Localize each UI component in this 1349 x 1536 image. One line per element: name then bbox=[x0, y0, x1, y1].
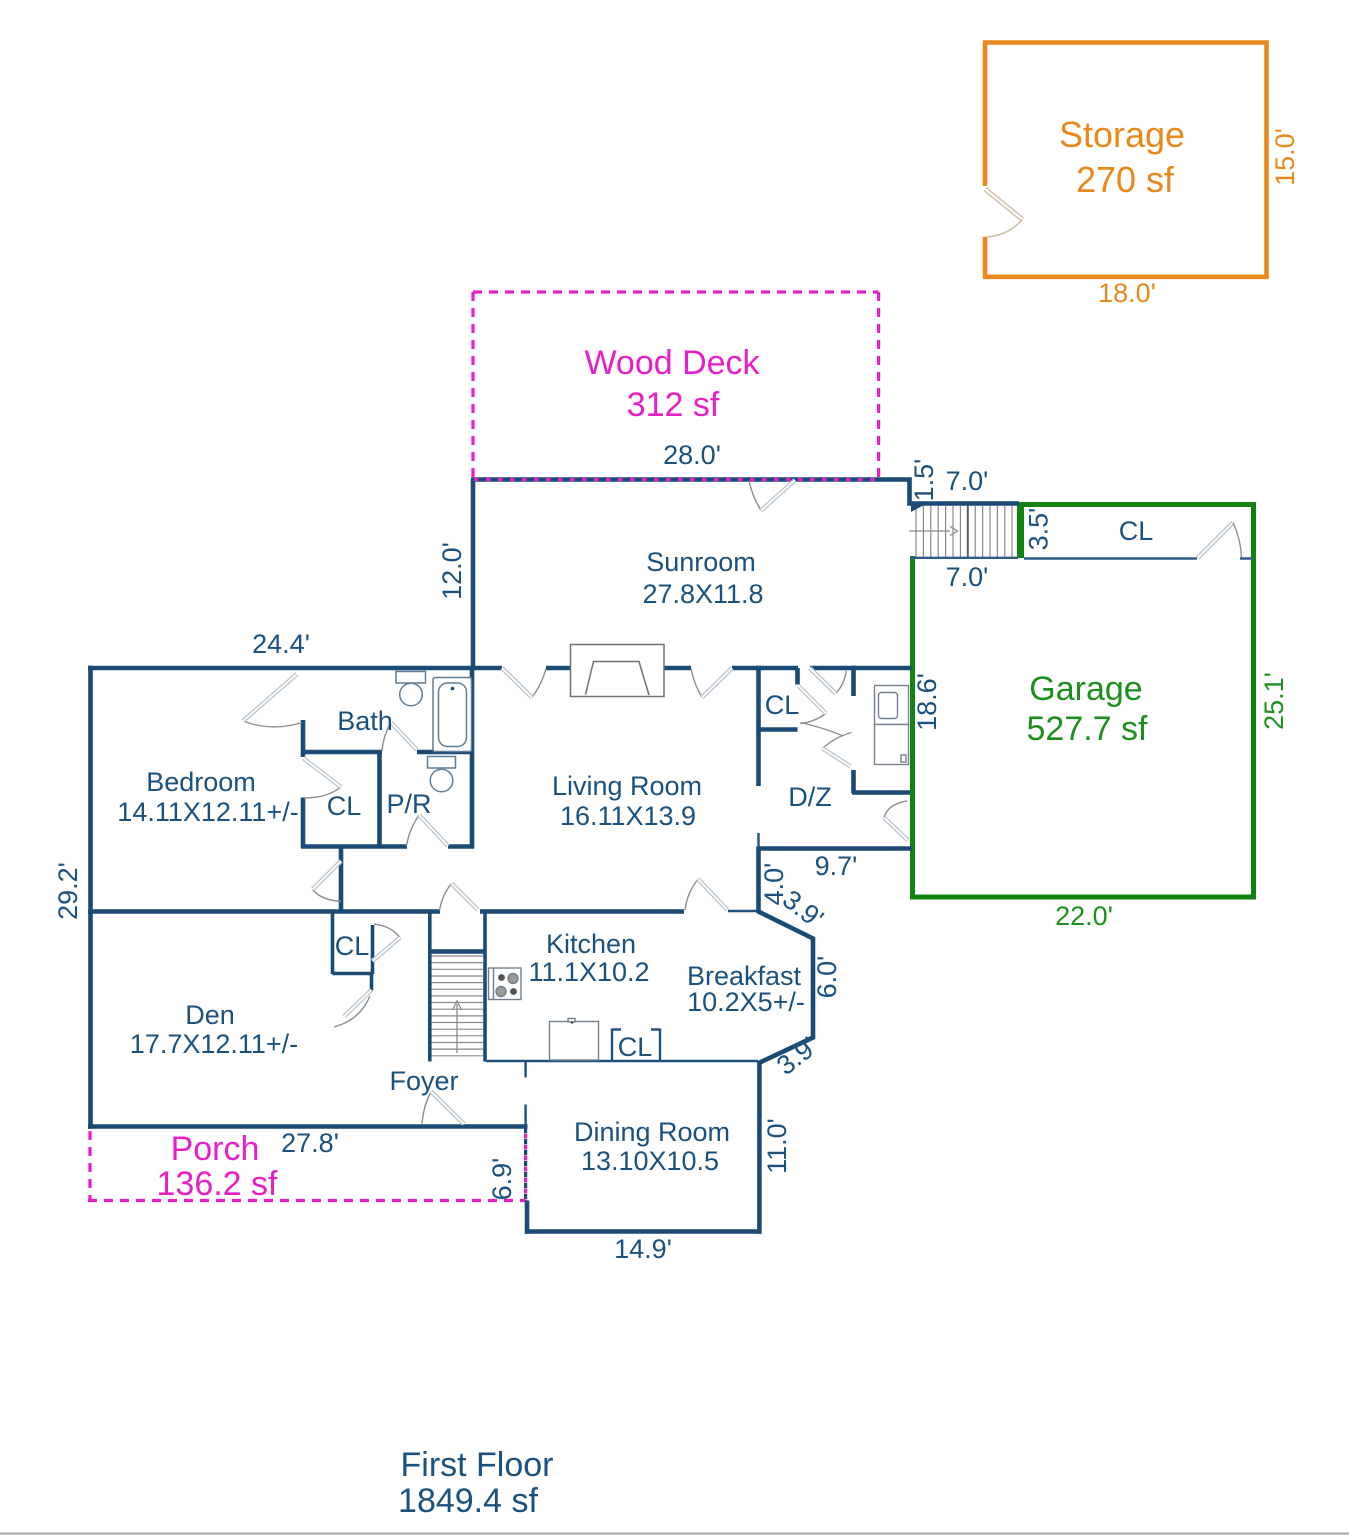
svg-text:Bath: Bath bbox=[337, 706, 393, 736]
svg-text:Breakfast: Breakfast bbox=[687, 961, 802, 991]
svg-text:3.5': 3.5' bbox=[1024, 508, 1054, 551]
svg-text:18.0': 18.0' bbox=[1098, 278, 1156, 308]
svg-text:D/Z: D/Z bbox=[788, 782, 832, 812]
svg-text:1.5': 1.5' bbox=[909, 459, 939, 502]
svg-text:P/R: P/R bbox=[386, 789, 431, 819]
svg-text:Porch: Porch bbox=[171, 1130, 260, 1168]
svg-text:16.11X13.9: 16.11X13.9 bbox=[560, 801, 696, 831]
svg-text:22.0': 22.0' bbox=[1055, 901, 1113, 931]
svg-text:27.8': 27.8' bbox=[281, 1128, 339, 1158]
svg-text:12.0': 12.0' bbox=[437, 542, 467, 600]
svg-text:7.0': 7.0' bbox=[946, 466, 989, 496]
svg-text:10.2X5+/-: 10.2X5+/- bbox=[687, 987, 805, 1017]
svg-text:Den: Den bbox=[185, 1000, 235, 1030]
svg-text:527.7 sf: 527.7 sf bbox=[1027, 710, 1149, 748]
svg-text:15.0': 15.0' bbox=[1270, 128, 1300, 186]
svg-text:14.11X12.11+/-: 14.11X12.11+/- bbox=[117, 797, 298, 827]
svg-text:9.7': 9.7' bbox=[815, 851, 858, 881]
svg-text:First Floor: First Floor bbox=[401, 1446, 554, 1484]
svg-text:270 sf: 270 sf bbox=[1076, 159, 1175, 200]
svg-text:29.2': 29.2' bbox=[53, 862, 83, 920]
svg-text:CL: CL bbox=[335, 931, 370, 961]
svg-text:28.0': 28.0' bbox=[663, 440, 721, 470]
svg-text:1849.4 sf: 1849.4 sf bbox=[398, 1482, 538, 1520]
svg-text:27.8X11.8: 27.8X11.8 bbox=[642, 579, 763, 609]
svg-text:CL: CL bbox=[765, 690, 800, 720]
svg-text:Garage: Garage bbox=[1029, 670, 1142, 708]
svg-text:14.9': 14.9' bbox=[614, 1234, 672, 1264]
svg-text:4.0': 4.0' bbox=[759, 863, 789, 906]
svg-text:Storage: Storage bbox=[1059, 114, 1185, 155]
svg-text:6.9': 6.9' bbox=[487, 1158, 517, 1201]
svg-text:18.6': 18.6' bbox=[912, 673, 942, 731]
svg-text:17.7X12.11+/-: 17.7X12.11+/- bbox=[130, 1029, 298, 1059]
svg-text:Bedroom: Bedroom bbox=[146, 767, 256, 797]
svg-text:CL: CL bbox=[1119, 516, 1154, 546]
svg-text:CL: CL bbox=[327, 791, 362, 821]
svg-text:11.0': 11.0' bbox=[762, 1118, 792, 1174]
svg-text:13.10X10.5: 13.10X10.5 bbox=[581, 1146, 719, 1176]
svg-text:11.1X10.2: 11.1X10.2 bbox=[528, 957, 649, 987]
svg-text:7.0': 7.0' bbox=[946, 562, 989, 592]
svg-text:Dining Room: Dining Room bbox=[574, 1117, 730, 1147]
svg-text:Wood Deck: Wood Deck bbox=[584, 344, 760, 382]
svg-text:Kitchen: Kitchen bbox=[546, 929, 636, 959]
svg-text:24.4': 24.4' bbox=[252, 629, 310, 659]
svg-text:Living Room: Living Room bbox=[552, 771, 702, 801]
svg-text:136.2 sf: 136.2 sf bbox=[157, 1165, 279, 1203]
svg-text:Sunroom: Sunroom bbox=[646, 547, 756, 577]
svg-text:25.1': 25.1' bbox=[1259, 672, 1289, 730]
svg-text:6.0': 6.0' bbox=[812, 956, 842, 999]
svg-text:Foyer: Foyer bbox=[389, 1066, 458, 1096]
svg-text:312 sf: 312 sf bbox=[627, 386, 720, 424]
svg-text:CL: CL bbox=[618, 1032, 653, 1062]
